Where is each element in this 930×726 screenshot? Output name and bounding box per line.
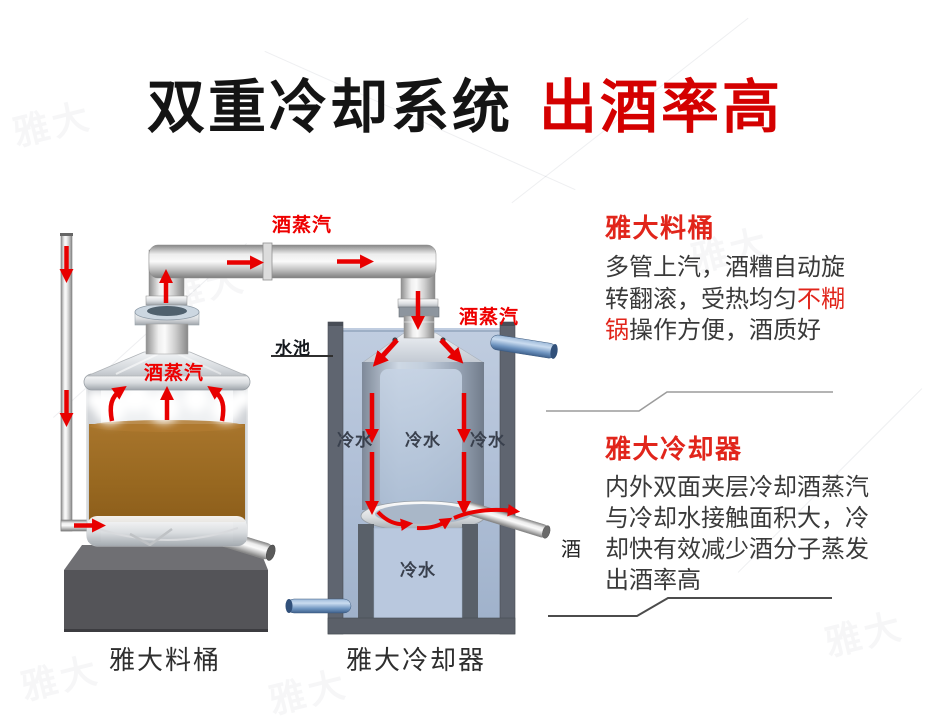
info-block-cooler-body: 内外双面夹层冷却酒蒸汽 与冷却水接触面积大，冷 却快有效减少酒分子蒸发 出酒率高: [605, 472, 869, 596]
text-segment: 出酒率高: [605, 567, 701, 594]
text-line: 锅操作方便，酒质好: [605, 315, 845, 347]
page-title: 双重冷却系统出酒率高: [0, 74, 930, 141]
info-block-barrel-body: 多管上汽，酒糟自动旋 转翻滚，受热均匀不糊 锅操作方便，酒质好: [605, 252, 845, 347]
text-line: 转翻滚，受热均匀不糊: [605, 284, 845, 316]
cold-water-label-right: 冷水: [470, 431, 506, 450]
cooling-water-inlet-pipe: [490, 334, 558, 359]
liquor-label: 酒: [561, 539, 581, 561]
vapor-label-barrel: 酒蒸汽: [144, 363, 205, 384]
text-segment: 内外双面夹层冷却酒蒸汽: [605, 474, 869, 501]
material-barrel: [83, 303, 253, 547]
info-block-cooler-heading: 雅大冷却器: [605, 434, 743, 464]
text-line: 内外双面夹层冷却酒蒸汽: [605, 472, 869, 503]
vapor-label-top: 酒蒸汽: [272, 215, 333, 236]
pool-label: 水池: [275, 339, 311, 358]
text-segment: 不糊: [797, 285, 845, 313]
cold-water-label-left: 冷水: [337, 431, 373, 450]
cold-water-label-bottom: 冷水: [400, 561, 436, 580]
vapor-pipe: [145, 242, 439, 309]
flow-arrows: [59, 246, 521, 533]
text-segment: 转翻滚，受热均匀: [605, 285, 797, 313]
vapor-label-cooler: 酒蒸汽: [459, 307, 520, 328]
text-line: 出酒率高: [605, 565, 869, 596]
title-black: 双重冷却系统: [146, 73, 513, 141]
cold-water-label-center: 冷水: [405, 431, 441, 450]
text-segment: 却快有效减少酒分子蒸发: [605, 536, 869, 563]
furnace-base: [64, 545, 268, 632]
info-block-barrel-heading: 雅大料桶: [605, 213, 716, 243]
info-block-barrel: 雅大料桶 多管上汽，酒糟自动旋 转翻滚，受热均匀不糊 锅操作方便，酒质好: [605, 208, 845, 347]
text-line: 却快有效减少酒分子蒸发: [605, 534, 869, 565]
text-segment: 操作方便，酒质好: [629, 317, 821, 344]
text-segment: 多管上汽，酒糟自动旋: [605, 254, 845, 281]
cooling-water-outlet-pipe: [285, 598, 352, 614]
text-segment: 锅: [605, 317, 629, 344]
title-red: 出酒率高: [539, 73, 784, 141]
connector-lower: [548, 597, 832, 617]
text-line: 与冷却水接触面积大，冷: [605, 503, 869, 534]
text-line: 多管上汽，酒糟自动旋: [605, 252, 845, 284]
text-segment: 与冷却水接触面积大，冷: [605, 505, 869, 532]
cooler-tank: [327, 306, 516, 635]
connector-upper: [546, 391, 833, 412]
caption-barrel: 雅大料桶: [109, 645, 222, 675]
caption-cooler: 雅大冷却器: [346, 645, 487, 675]
info-block-cooler: 雅大冷却器 内外双面夹层冷却酒蒸汽 与冷却水接触面积大，冷 却快有效减少酒分子蒸…: [605, 429, 869, 596]
